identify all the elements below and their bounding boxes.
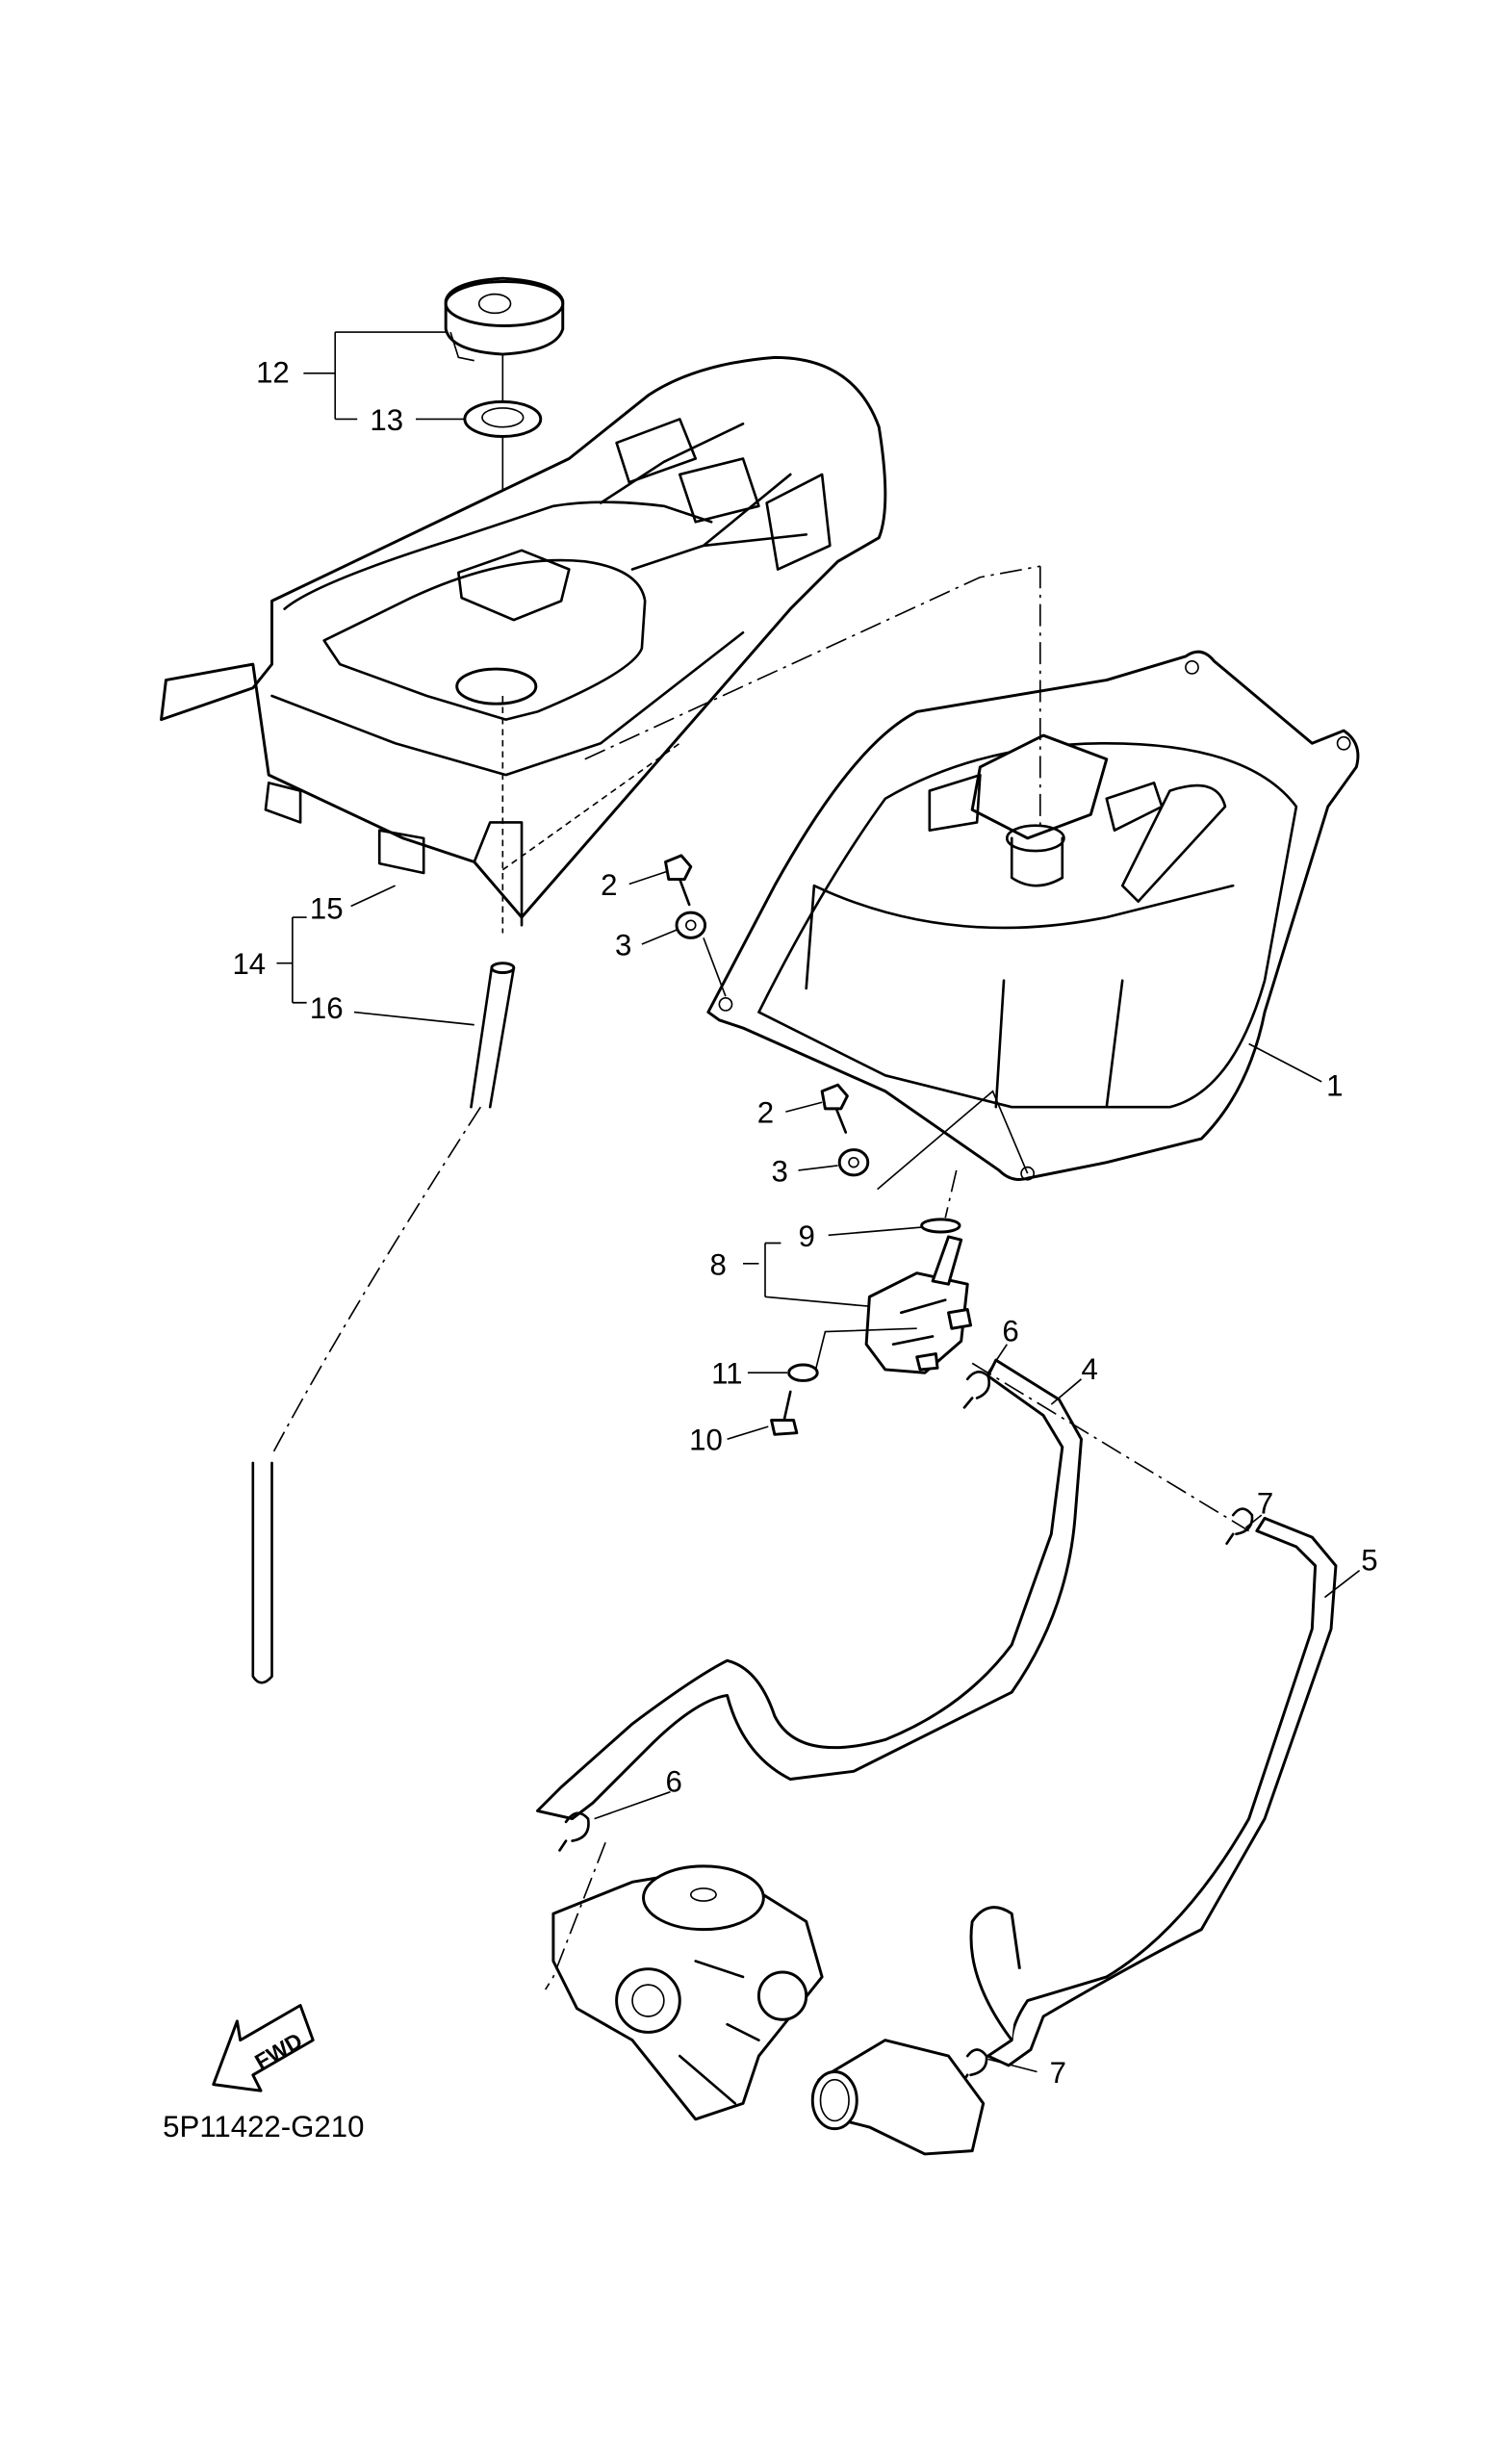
- fuel-cap: [444, 276, 565, 362]
- washer-lower: [837, 1148, 870, 1177]
- cap-gasket: [463, 399, 543, 438]
- callout-14: 14: [232, 947, 266, 981]
- vacuum-hose: [969, 1516, 1338, 2067]
- callout-12: 12: [256, 356, 290, 390]
- intake-joint: [810, 2039, 986, 2156]
- diagram-code: 5P11422-G210: [163, 2110, 364, 2143]
- callout-10: 10: [689, 1424, 723, 1457]
- callout-6-upper: 6: [1002, 1314, 1018, 1348]
- callout-8: 8: [710, 1247, 727, 1281]
- fuel-hose: [535, 1358, 1250, 1821]
- hose-clip-6-lower: [558, 1811, 590, 1852]
- callout-15: 15: [310, 892, 344, 926]
- drain-hose: [251, 962, 516, 1684]
- callout-7-lower: 7: [1050, 2056, 1066, 2090]
- leader-lines: [276, 331, 1361, 2073]
- callout-7-upper: 7: [1257, 1486, 1273, 1520]
- bolt-upper: [664, 854, 693, 907]
- carburetor: [544, 1841, 824, 2121]
- forward-arrow-icon: FWD: [212, 2004, 315, 2092]
- screw-10: [770, 1390, 799, 1436]
- fuel-cock: [864, 1235, 973, 1374]
- callout-3-upper: 3: [615, 928, 631, 962]
- seat-box: [160, 355, 887, 934]
- o-ring: [920, 1218, 961, 1234]
- callout-9: 9: [798, 1219, 814, 1253]
- callout-5: 5: [1361, 1544, 1377, 1578]
- callout-11: 11: [711, 1357, 742, 1391]
- washer-upper: [675, 911, 707, 939]
- washer-11: [787, 1363, 819, 1382]
- callout-3-lower: 3: [772, 1154, 788, 1188]
- callout-4: 4: [1082, 1352, 1098, 1386]
- callout-16: 16: [310, 991, 344, 1025]
- callout-13: 13: [370, 403, 403, 437]
- bolt-lower: [820, 1083, 849, 1134]
- callout-1: 1: [1326, 1069, 1343, 1103]
- callout-6-lower: 6: [666, 1765, 682, 1799]
- hose-clip-6-upper: [962, 1371, 991, 1409]
- callout-2-lower: 2: [757, 1096, 774, 1130]
- hose-clip-7-upper: [1225, 1507, 1254, 1546]
- callout-2-upper: 2: [601, 868, 617, 902]
- fuel-tank: [706, 650, 1360, 1181]
